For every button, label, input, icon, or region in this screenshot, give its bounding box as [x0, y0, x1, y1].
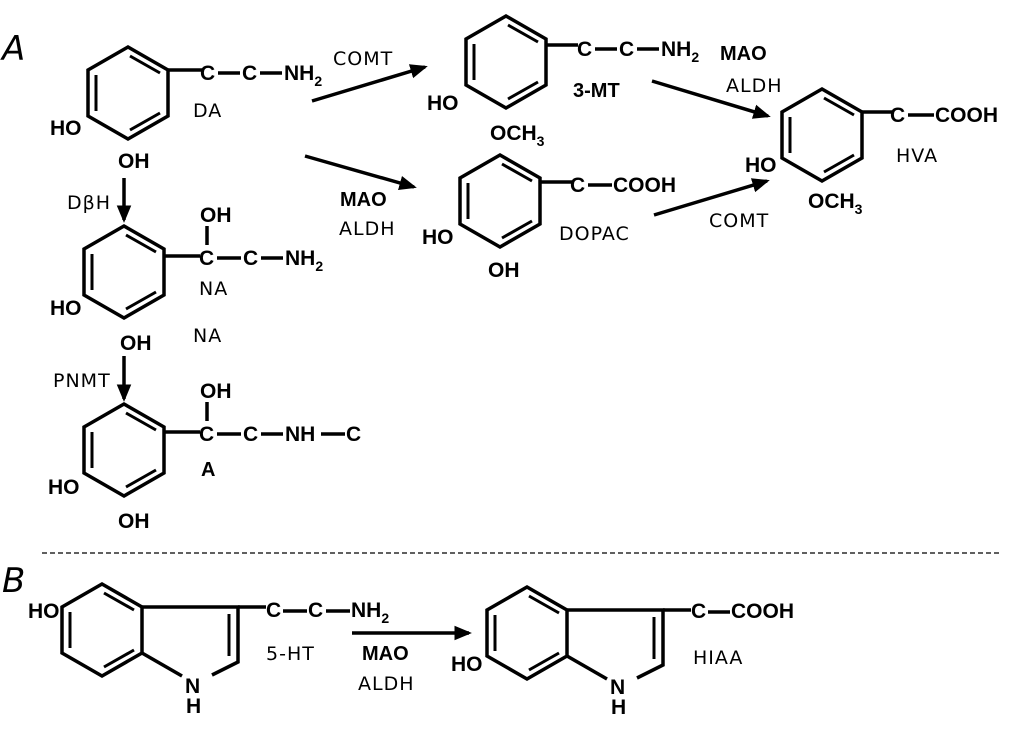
arrow-da-to-3mt	[311, 64, 428, 103]
mt-ring	[464, 13, 548, 111]
na-ho: HO	[50, 297, 82, 320]
na-oh-bottom: OH	[120, 332, 152, 355]
da-ring	[86, 44, 170, 142]
hva-label: HVA	[896, 145, 938, 167]
ht-h: H	[186, 695, 201, 718]
hiaa-benzene-ring	[485, 584, 569, 682]
dopac-ring	[458, 152, 542, 250]
hva-cooh: COOH	[935, 104, 998, 127]
enzyme-mao-mid: MAO	[340, 189, 387, 211]
na-nh2: NH2	[285, 247, 323, 274]
ht-n: N	[185, 675, 200, 698]
arrow-dopac-to-hva	[653, 178, 770, 217]
a-c1: C	[199, 423, 214, 446]
a-c2: C	[243, 423, 258, 446]
hva-och3: OCH3	[808, 190, 863, 217]
na-c1: C	[199, 247, 214, 270]
enzyme-mao-top: MAO	[720, 43, 767, 65]
dopac-cooh: COOH	[613, 174, 676, 197]
serotonin-structure: N H C C NH2 5-HT HO	[28, 581, 389, 718]
a-ho: HO	[48, 476, 80, 499]
na-c2: C	[243, 247, 258, 270]
hiaa-h: H	[611, 696, 626, 719]
enzyme-comt-mid: COMT	[709, 210, 769, 232]
hva-ho: HO	[745, 154, 777, 177]
dopac-structure: C COOH DOPAC HO OH	[422, 152, 676, 282]
enzyme-dbh: DβH	[67, 192, 111, 214]
3-methoxytyramine-structure: C C NH2 3-MT HO OCH3	[427, 13, 699, 149]
hiaa-ho: HO	[451, 653, 483, 676]
na-label-2: NA	[193, 325, 222, 347]
arrow-3mt-to-hva	[651, 79, 771, 119]
enzyme-pnmt: PNMT	[53, 370, 111, 392]
noradrenaline-structure: C OH C NH2 NA NA HO OH	[50, 204, 323, 355]
ht-ho: HO	[28, 600, 60, 623]
mt-nh2: NH2	[661, 38, 699, 65]
a-oh-top: OH	[200, 380, 232, 403]
a-nh: NH	[285, 423, 315, 446]
da-nh2: NH2	[284, 62, 322, 89]
arrow-da-to-dopac	[304, 154, 417, 191]
a-c3: C	[346, 423, 361, 446]
da-label: DA	[193, 100, 222, 122]
da-c2: C	[242, 62, 257, 85]
ht-pyrrole-ring	[142, 605, 240, 677]
mt-och3: OCH3	[490, 122, 545, 149]
mt-c1: C	[577, 38, 592, 61]
adrenaline-structure: C OH C NH C A HO OH	[48, 380, 361, 533]
enzyme-aldh-top: ALDH	[726, 75, 783, 97]
hiaa-n: N	[610, 676, 625, 699]
ht-benzene-ring	[60, 581, 144, 679]
hiaa-structure: N H C COOH HIAA HO	[451, 584, 794, 719]
enzyme-aldh-mid: ALDH	[339, 218, 396, 240]
na-ring	[82, 223, 166, 321]
hiaa-c1: C	[691, 600, 706, 623]
mt-c2: C	[619, 38, 634, 61]
dopac-ho: HO	[422, 226, 454, 249]
na-oh-top: OH	[200, 204, 232, 227]
hiaa-label: HIAA	[693, 647, 743, 669]
dopac-oh: OH	[488, 259, 520, 282]
dopamine-structure: C C NH2 DA HO OH	[50, 44, 322, 173]
da-oh: OH	[118, 150, 150, 173]
na-label: NA	[199, 278, 228, 300]
ht-nh2: NH2	[351, 599, 389, 626]
ht-c1: C	[266, 599, 281, 622]
hva-c1: C	[890, 104, 905, 127]
hva-ring	[780, 86, 864, 184]
mt-ho: HO	[427, 92, 459, 115]
enzyme-aldh-b: ALDH	[358, 673, 415, 695]
dopac-c1: C	[570, 174, 585, 197]
enzyme-mao-b: MAO	[362, 643, 409, 665]
ht-label: 5-HT	[266, 643, 315, 665]
panel-label-b: B	[2, 561, 25, 601]
dopac-label: DOPAC	[559, 223, 630, 245]
mt-label: 3-MT	[573, 80, 620, 102]
a-oh-bottom: OH	[118, 510, 150, 533]
ht-c2: C	[308, 599, 323, 622]
da-ho: HO	[50, 117, 82, 140]
hiaa-pyrrole-ring	[567, 608, 665, 680]
panel-label-a: A	[0, 29, 25, 69]
a-ring	[82, 401, 166, 499]
hva-structure: C COOH HVA HO OCH3	[745, 86, 998, 217]
da-c1: C	[200, 62, 215, 85]
enzyme-comt-top: COMT	[333, 48, 393, 70]
a-label: A	[201, 459, 215, 481]
hiaa-cooh: COOH	[731, 600, 794, 623]
